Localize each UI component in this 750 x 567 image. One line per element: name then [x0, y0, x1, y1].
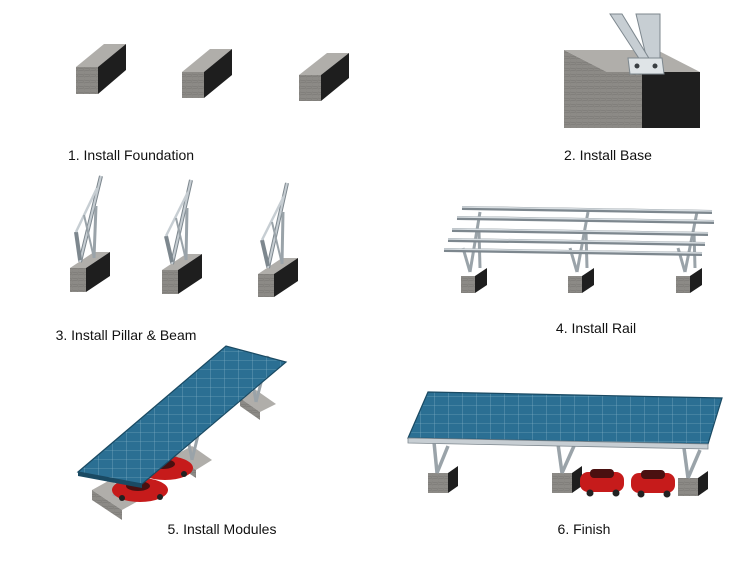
- step5-modules: [76, 345, 288, 520]
- step4-rails: [443, 206, 715, 293]
- step1-caption: 1. Install Foundation: [67, 147, 195, 163]
- step5-caption: 5. Install Modules: [167, 521, 277, 537]
- car: [580, 469, 624, 497]
- car: [631, 470, 675, 498]
- step4-caption: 4. Install Rail: [555, 320, 637, 336]
- foundation-block: [182, 49, 232, 98]
- step2-caption: 2. Install Base: [564, 147, 652, 163]
- foundation-block: [299, 53, 349, 101]
- pillar-assembly: [258, 182, 298, 297]
- step2-base: [564, 13, 700, 128]
- step6-caption: 6. Finish: [557, 521, 611, 537]
- foundation-block: [76, 44, 126, 94]
- pillar-assembly: [70, 175, 110, 292]
- step6-finish: [407, 391, 723, 498]
- step3-pillars: [70, 175, 298, 297]
- step3-caption: 3. Install Pillar & Beam: [55, 327, 197, 343]
- pillar-assembly: [162, 179, 202, 294]
- step1-foundations: [76, 44, 349, 101]
